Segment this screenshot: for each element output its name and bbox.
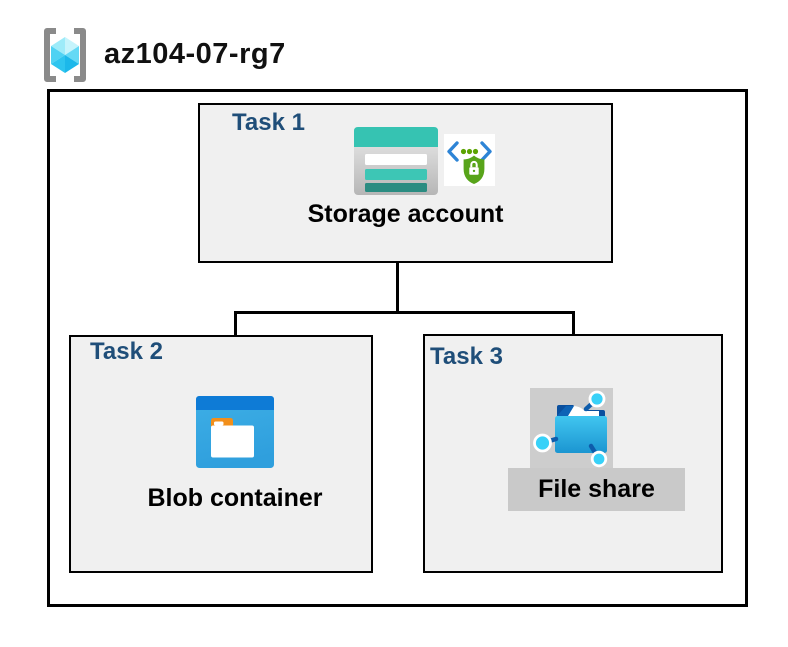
blob-container-label: Blob container bbox=[147, 484, 323, 512]
storage-account-icon bbox=[354, 127, 438, 195]
resource-group-icon bbox=[44, 28, 86, 82]
task1-label: Task 1 bbox=[232, 109, 305, 136]
file-share-label: File share bbox=[538, 475, 655, 503]
task2-label: Task 2 bbox=[90, 338, 163, 365]
connector-horizontal-bus bbox=[234, 311, 575, 314]
file-share-label-highlight: File share bbox=[508, 468, 685, 511]
file-share-icon bbox=[533, 390, 608, 468]
secure-endpoint-icon bbox=[444, 134, 495, 186]
task3-label: Task 3 bbox=[430, 343, 503, 370]
blob-container-icon bbox=[196, 396, 274, 468]
storage-account-label: Storage account bbox=[307, 200, 504, 228]
connector-storage-stem bbox=[396, 232, 399, 312]
resource-group-name: az104-07-rg7 bbox=[104, 38, 286, 70]
